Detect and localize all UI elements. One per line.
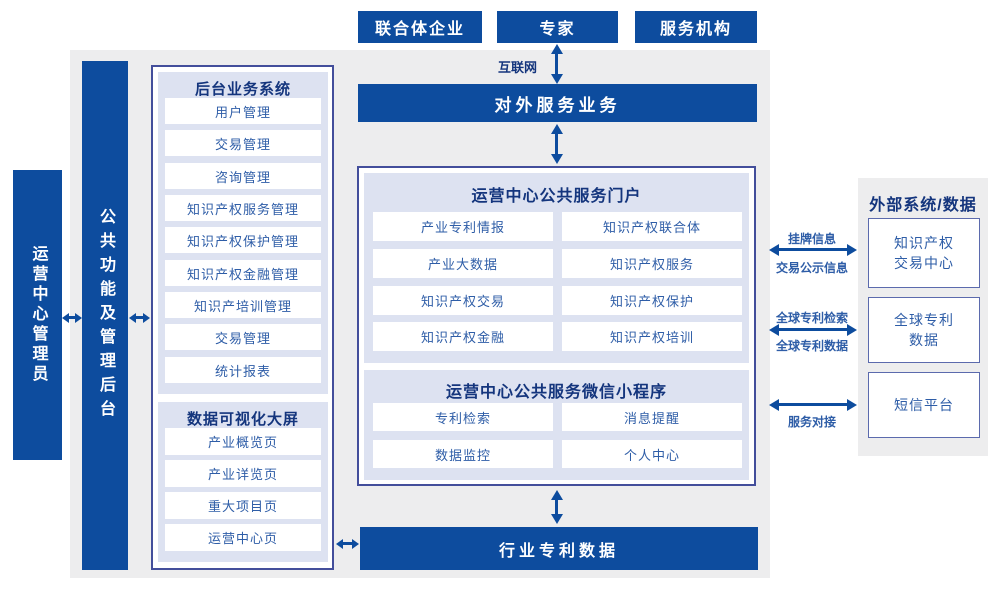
link-label-global-patent-data: 全球专利数据	[775, 339, 848, 353]
arrow-sms-link	[778, 403, 848, 406]
miniprogram-panel-title: 运营中心公共服务微信小程序	[445, 384, 667, 401]
arrow-global-patent-link	[778, 328, 848, 331]
external-box-ip-trading-center: 知识产权 交易中心	[868, 218, 980, 288]
actor-consortium-box: 联合体企业	[358, 11, 482, 43]
backend-item: 咨询管理	[165, 163, 321, 189]
arrow-dashboard-to-industry-data	[343, 542, 352, 545]
backend-item: 知识产权服务管理	[165, 195, 321, 221]
dashboard-item: 产业概览页	[165, 428, 321, 455]
external-box-sms-platform: 短信平台	[868, 372, 980, 438]
portal-item: 知识产权服务	[562, 249, 742, 278]
backend-item: 交易管理	[165, 324, 321, 350]
miniprogram-item: 数据监控	[373, 440, 553, 468]
arrow-trading-center-link	[778, 248, 848, 251]
portal-item: 产业大数据	[373, 249, 553, 278]
dashboard-item: 重大项目页	[165, 492, 321, 519]
link-label-trade-publicity: 交易公示信息	[775, 261, 848, 275]
arrow-portal-to-industry-data	[555, 499, 558, 515]
miniprogram-item: 个人中心	[562, 440, 742, 468]
backend-item: 知识产权保护管理	[165, 227, 321, 253]
portal-item: 知识产权培训	[562, 322, 742, 351]
actor-expert-box: 专家	[497, 11, 618, 43]
link-label-global-patent-search: 全球专利检索	[775, 311, 848, 325]
backend-item: 知识产权金融管理	[165, 260, 321, 286]
dashboard-item: 产业详览页	[165, 460, 321, 487]
miniprogram-item: 专利检索	[373, 403, 553, 431]
dashboard-item: 运营中心页	[165, 524, 321, 551]
arrow-backend-to-panel	[136, 316, 143, 319]
miniprogram-item: 消息提醒	[562, 403, 742, 431]
actor-service-org-box: 服务机构	[635, 11, 757, 43]
backend-item: 统计报表	[165, 357, 321, 383]
external-service-bar: 对外服务业务	[358, 84, 757, 122]
portal-item: 产业专利情报	[373, 212, 553, 241]
portal-item: 知识产权金融	[373, 322, 553, 351]
backend-vertical-bar: 公共功能及管理后台	[82, 61, 128, 570]
portal-item: 知识产权联合体	[562, 212, 742, 241]
backend-item: 知识产培训管理	[165, 292, 321, 318]
portal-item: 知识产权保护	[562, 286, 742, 315]
backend-item: 用户管理	[165, 98, 321, 124]
arrow-admin-to-backend	[69, 316, 75, 319]
arrow-internet-vertical	[555, 53, 558, 75]
link-label-service-docking: 服务对接	[787, 415, 836, 429]
link-label-listing-info: 挂牌信息	[787, 232, 836, 246]
external-panel-title: 外部系统/数据	[869, 197, 977, 214]
industry-data-bar: 行业专利数据	[360, 527, 758, 570]
backend-panel-title: 后台业务系统	[194, 81, 291, 98]
portal-panel-title: 运营中心公共服务门户	[471, 188, 642, 205]
external-box-global-patent-data: 全球专利 数据	[868, 297, 980, 363]
backend-item: 交易管理	[165, 130, 321, 156]
admin-vertical-bar: 运营中心管理员	[13, 170, 62, 460]
portal-item: 知识产权交易	[373, 286, 553, 315]
internet-label: 互联网	[498, 60, 538, 75]
arrow-service-to-portal	[555, 133, 558, 155]
dashboard-panel-title: 数据可视化大屏	[186, 411, 299, 428]
